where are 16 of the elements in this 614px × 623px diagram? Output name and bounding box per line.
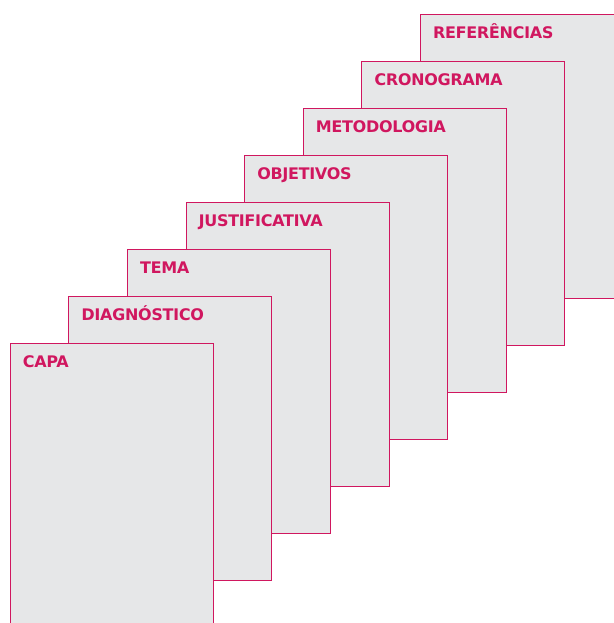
- page-title: REFERÊNCIAS: [433, 23, 554, 42]
- document-page: [127, 249, 331, 296]
- page-title: OBJETIVOS: [257, 164, 352, 183]
- page-title: JUSTIFICATIVA: [198, 211, 322, 230]
- document-page: [10, 343, 214, 623]
- document-page: [186, 202, 390, 249]
- page-title: METODOLOGIA: [316, 117, 446, 136]
- document-page: [420, 14, 614, 61]
- document-page: [361, 61, 566, 108]
- document-page: [244, 155, 448, 202]
- page-title: CAPA: [22, 352, 68, 371]
- document-page: [302, 108, 507, 155]
- page-title: CRONOGRAMA: [374, 70, 502, 89]
- document-page: [68, 296, 272, 343]
- page-title: DIAGNÓSTICO: [81, 305, 204, 324]
- page-title: TEMA: [140, 258, 189, 277]
